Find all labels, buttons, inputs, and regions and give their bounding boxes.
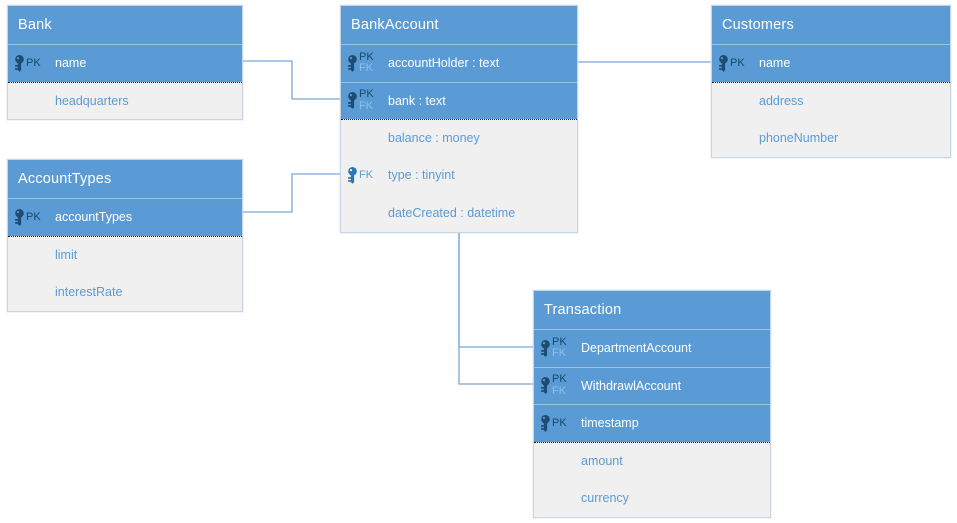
key-icon: [348, 54, 357, 72]
fk-label: FK: [359, 168, 374, 181]
key-icon: [348, 166, 357, 184]
key-labels: FK: [359, 168, 374, 182]
key-icon: [719, 54, 728, 72]
table-title-account-types[interactable]: AccountTypes: [8, 160, 242, 198]
table-title-transaction[interactable]: Transaction: [534, 291, 770, 329]
attribute-row[interactable]: balance : money: [341, 119, 577, 157]
attribute-row[interactable]: FK type : tinyint: [341, 156, 577, 195]
key-labels: PK: [26, 210, 41, 224]
pk-label: PK: [359, 88, 374, 101]
attribute-row[interactable]: headquarters: [8, 81, 242, 119]
attribute-name: interestRate: [55, 284, 123, 299]
attribute-name: balance : money: [388, 131, 480, 146]
attribute-row[interactable]: PK timestamp: [534, 404, 770, 442]
pk-label: PK: [552, 416, 567, 429]
attribute-name: limit: [55, 247, 78, 262]
attribute-name: name: [55, 56, 87, 71]
attribute-row[interactable]: PK accountTypes: [8, 198, 242, 236]
attribute-row[interactable]: PK name: [8, 44, 242, 82]
attribute-name: type : tinyint: [388, 168, 455, 183]
attribute-name: currency: [581, 490, 629, 505]
fk-label: FK: [359, 62, 374, 75]
attribute-name: dateCreated : datetime: [388, 205, 516, 220]
key-icon: [15, 208, 24, 226]
attribute-row[interactable]: dateCreated : datetime: [341, 194, 577, 232]
key-labels: PK: [730, 56, 745, 70]
attribute-name: phoneNumber: [759, 130, 839, 145]
attribute-name: accountHolder : text: [388, 56, 500, 71]
pk-label: PK: [552, 373, 567, 386]
connector-bank-to-bankaccount[interactable]: [243, 60, 340, 100]
table-title-bank[interactable]: Bank: [8, 6, 242, 44]
key-icon: [541, 339, 550, 357]
attribute-name: bank : text: [388, 93, 446, 108]
pk-label: PK: [26, 56, 41, 69]
key-icon: [541, 377, 550, 394]
attribute-name: name: [759, 56, 791, 71]
key-labels: PK: [26, 56, 41, 70]
connector-accounttypes-to-bankaccount[interactable]: [243, 173, 340, 213]
attribute-name: amount: [581, 453, 623, 468]
key-badge: PK: [14, 199, 41, 236]
pk-label: PK: [552, 335, 567, 348]
key-icon: [541, 414, 550, 432]
fk-label: FK: [552, 384, 567, 397]
attribute-name: headquarters: [55, 93, 129, 108]
attribute-row[interactable]: phoneNumber: [712, 119, 950, 157]
attribute-name: address: [759, 93, 804, 108]
table-title-customers[interactable]: Customers: [712, 6, 950, 44]
fk-label: FK: [552, 347, 567, 360]
attribute-row[interactable]: interestRate: [8, 273, 242, 311]
attribute-row[interactable]: PK name: [712, 44, 950, 82]
key-icon: [15, 54, 24, 72]
key-badge: FK: [347, 157, 373, 195]
attribute-row[interactable]: currency: [534, 479, 770, 517]
fk-label: FK: [359, 99, 374, 112]
connector-bankaccount-to-transaction-withdrawl[interactable]: [458, 230, 533, 385]
pk-label: PK: [730, 56, 745, 69]
pk-label: PK: [26, 210, 41, 223]
attribute-name: WithdrawlAccount: [581, 378, 682, 393]
attribute-name: DepartmentAccount: [581, 341, 692, 356]
key-badge: PK: [718, 45, 745, 82]
attribute-row[interactable]: amount: [534, 441, 770, 479]
key-badge: PK: [14, 45, 41, 82]
table-title-bank-account[interactable]: BankAccount: [341, 6, 577, 44]
connector-bankaccount-to-transaction-department[interactable]: [458, 230, 533, 348]
pk-label: PK: [359, 50, 374, 63]
attribute-row[interactable]: address: [712, 81, 950, 119]
key-badge: PK: [540, 405, 567, 442]
attribute-row[interactable]: limit: [8, 235, 242, 273]
key-icon: [348, 92, 357, 109]
key-labels: PK: [552, 416, 567, 430]
attribute-name: timestamp: [581, 416, 639, 431]
attribute-name: accountTypes: [55, 210, 133, 225]
